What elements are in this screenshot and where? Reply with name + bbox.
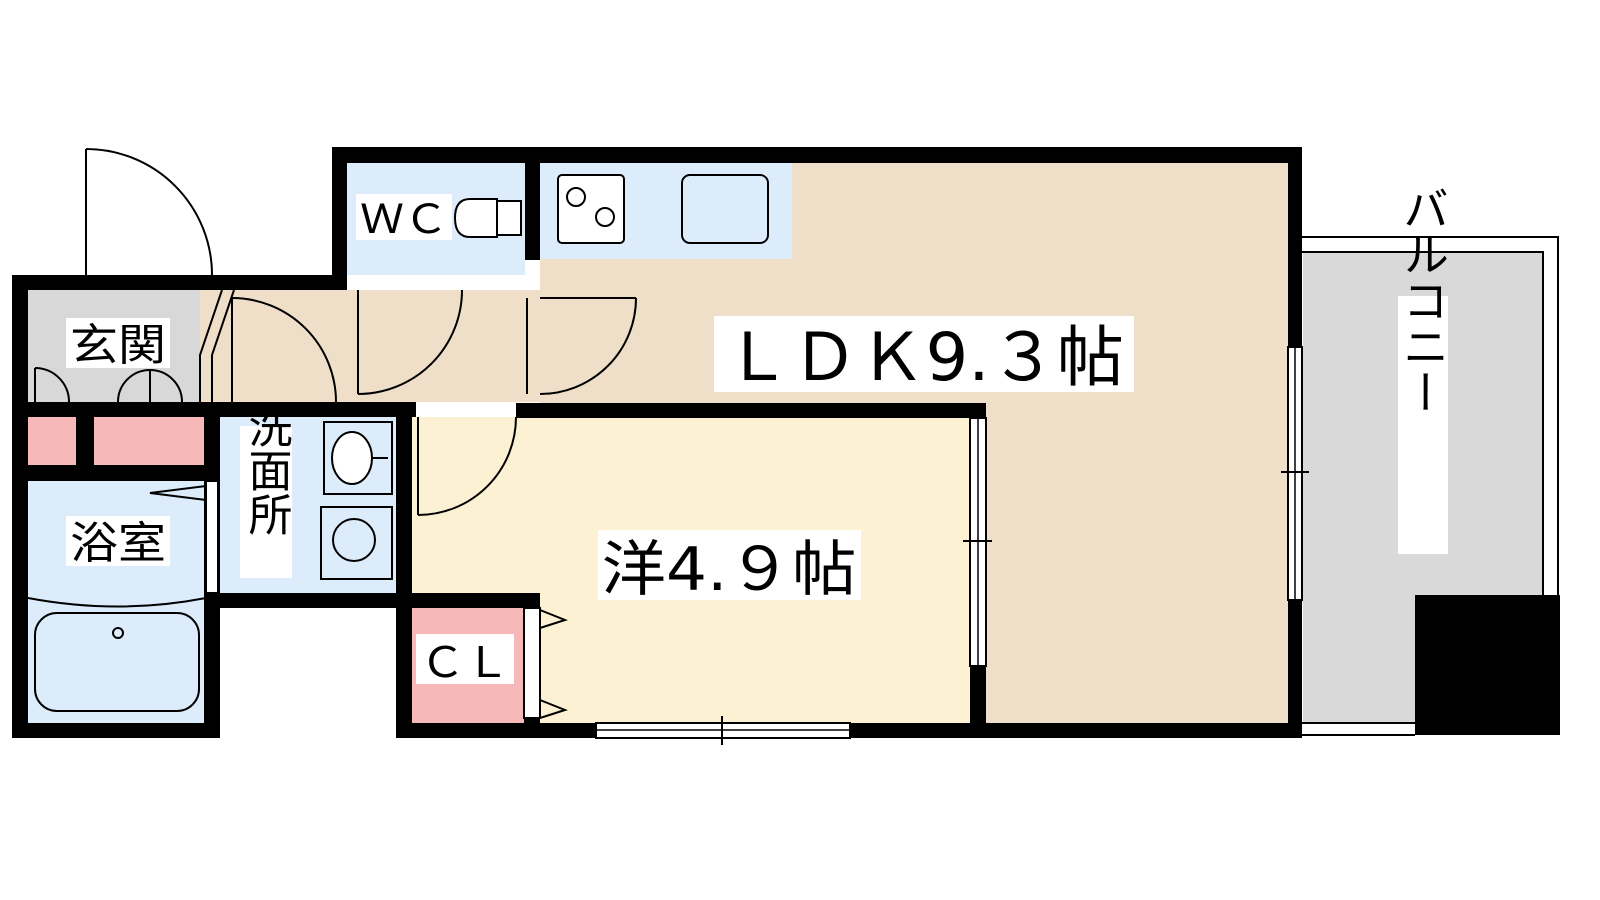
entrance-door [85,148,213,276]
ldk-label: ＬＤＫ9.３帖 [724,319,1124,396]
bathtub-icon [34,612,200,712]
western-room-door [417,416,517,516]
washbasin-icon [323,421,393,495]
entrance-label: 玄関 [70,320,166,371]
western-label-bg [598,530,861,600]
window-bottom [595,716,851,745]
bath-label-bg [66,516,170,566]
shoe-cabinet-left [28,417,76,465]
ldk-door [526,297,637,395]
balcony-corner-block [1415,595,1560,735]
closet-label-bg [416,634,514,684]
window-western-ldk [963,417,992,667]
bath-label: 浴室 [70,518,166,569]
wc-door [357,289,463,395]
bath-door [27,480,219,608]
washroom-label-bg [240,426,292,578]
balcony-rail [1302,236,1559,736]
stove-icon [557,174,625,244]
closet-label: ＣＬ [420,638,510,687]
shoe-cabinet-right [94,417,204,465]
washing-machine-icon [320,506,393,580]
wc-label: ＷＣ [360,197,448,243]
entrance-label-bg [66,318,170,368]
balcony-label: バルコニー [1396,185,1450,415]
hallway-floor [200,290,540,402]
washroom-label: 洗面所 [241,404,292,536]
closet-doors [523,607,568,719]
balcony-label-bg [1398,296,1448,554]
entrance-shoe-door [34,367,70,403]
sink-icon [681,174,769,244]
wc-label-bg [356,194,452,240]
window-ldk-balcony [1281,346,1309,601]
toilet-icon [453,198,522,238]
entrance-step [199,289,235,402]
shoe-cabinet-doors [117,368,183,403]
washroom-door [231,297,337,403]
western-room-label: 洋4.９帖 [602,535,857,605]
ldk-label-bg [714,316,1134,392]
